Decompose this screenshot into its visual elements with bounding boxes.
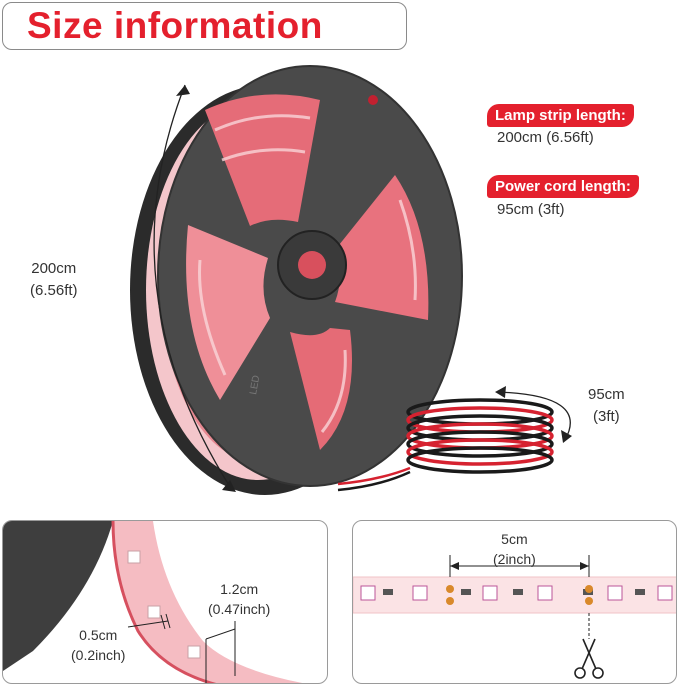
cut-illustration [353, 555, 676, 679]
interval-arrow-left [450, 562, 459, 570]
cord-lead-red [337, 466, 411, 486]
cord-length-arc [496, 391, 571, 441]
cord-length-cm: 95cm [588, 386, 625, 403]
reel-red-dot [368, 95, 378, 105]
lamp-strip-label: Lamp strip length: [487, 104, 634, 127]
arc-arrow-bottom [222, 480, 236, 492]
width-dim-line [205, 628, 236, 640]
reel-length-arc [153, 84, 233, 491]
cord-length-ft: (3ft) [593, 408, 620, 425]
interval-label: 5cm (2inch) [493, 529, 536, 569]
cut-panel: 5cm (2inch) [352, 520, 677, 684]
strip-curve-edge [111, 521, 217, 683]
cord-lead-black [337, 470, 411, 492]
lamp-strip-value: 200cm (6.56ft) [497, 129, 594, 146]
strip-led-2 [147, 605, 161, 619]
reel-length-ft: (6.56ft) [30, 282, 78, 299]
scissors-icon [574, 638, 604, 679]
reel-illustration: LED [130, 65, 572, 495]
thickness-illustration [3, 521, 303, 683]
thickness-inch: (0.2inch) [71, 647, 126, 663]
thickness-label: 0.5cm (0.2inch) [71, 625, 125, 665]
strip-led-1 [127, 550, 141, 564]
power-cord-coil [406, 398, 554, 474]
cord-arc-arrow-bottom [561, 430, 572, 443]
width-label: 1.2cm (0.47inch) [208, 579, 270, 619]
reel-window-bottom [290, 328, 352, 450]
thickness-dim-line [127, 620, 169, 628]
power-cord-label: Power cord length: [487, 175, 639, 198]
width-inch: (0.47inch) [208, 601, 271, 617]
hub-marking: LED [248, 374, 262, 395]
strip-led-3 [187, 645, 201, 659]
reel-window-left [186, 225, 270, 400]
thickness-tick-a [160, 614, 166, 630]
reel-length-label: 200cm (6.56ft) [30, 258, 78, 302]
thickness-panel: 1.2cm (0.47inch) 0.5cm (0.2inch) [2, 520, 328, 684]
interval-inch: (2inch) [493, 551, 536, 567]
arc-arrow-top [176, 85, 190, 96]
title-box: Size information [2, 2, 407, 50]
width-cm: 1.2cm [220, 581, 259, 597]
interval-cm: 5cm [501, 531, 528, 547]
reel-hub-core [298, 251, 326, 279]
reel-length-cm: 200cm [31, 260, 77, 277]
strip-curve [113, 521, 303, 683]
cord-arc-arrow-top [495, 386, 506, 398]
page-title: Size information [27, 5, 323, 46]
interval-arrow-right [580, 562, 589, 570]
power-cord-value: 95cm (3ft) [497, 201, 565, 218]
reel-window-top [205, 94, 320, 226]
reel-edge [3, 521, 113, 671]
cut-pads [446, 585, 593, 605]
thickness-tick-b [165, 613, 171, 629]
cord-length-label: 95cm (3ft) [588, 384, 625, 428]
thickness-cm: 0.5cm [79, 627, 118, 643]
strip-leds [360, 585, 673, 601]
